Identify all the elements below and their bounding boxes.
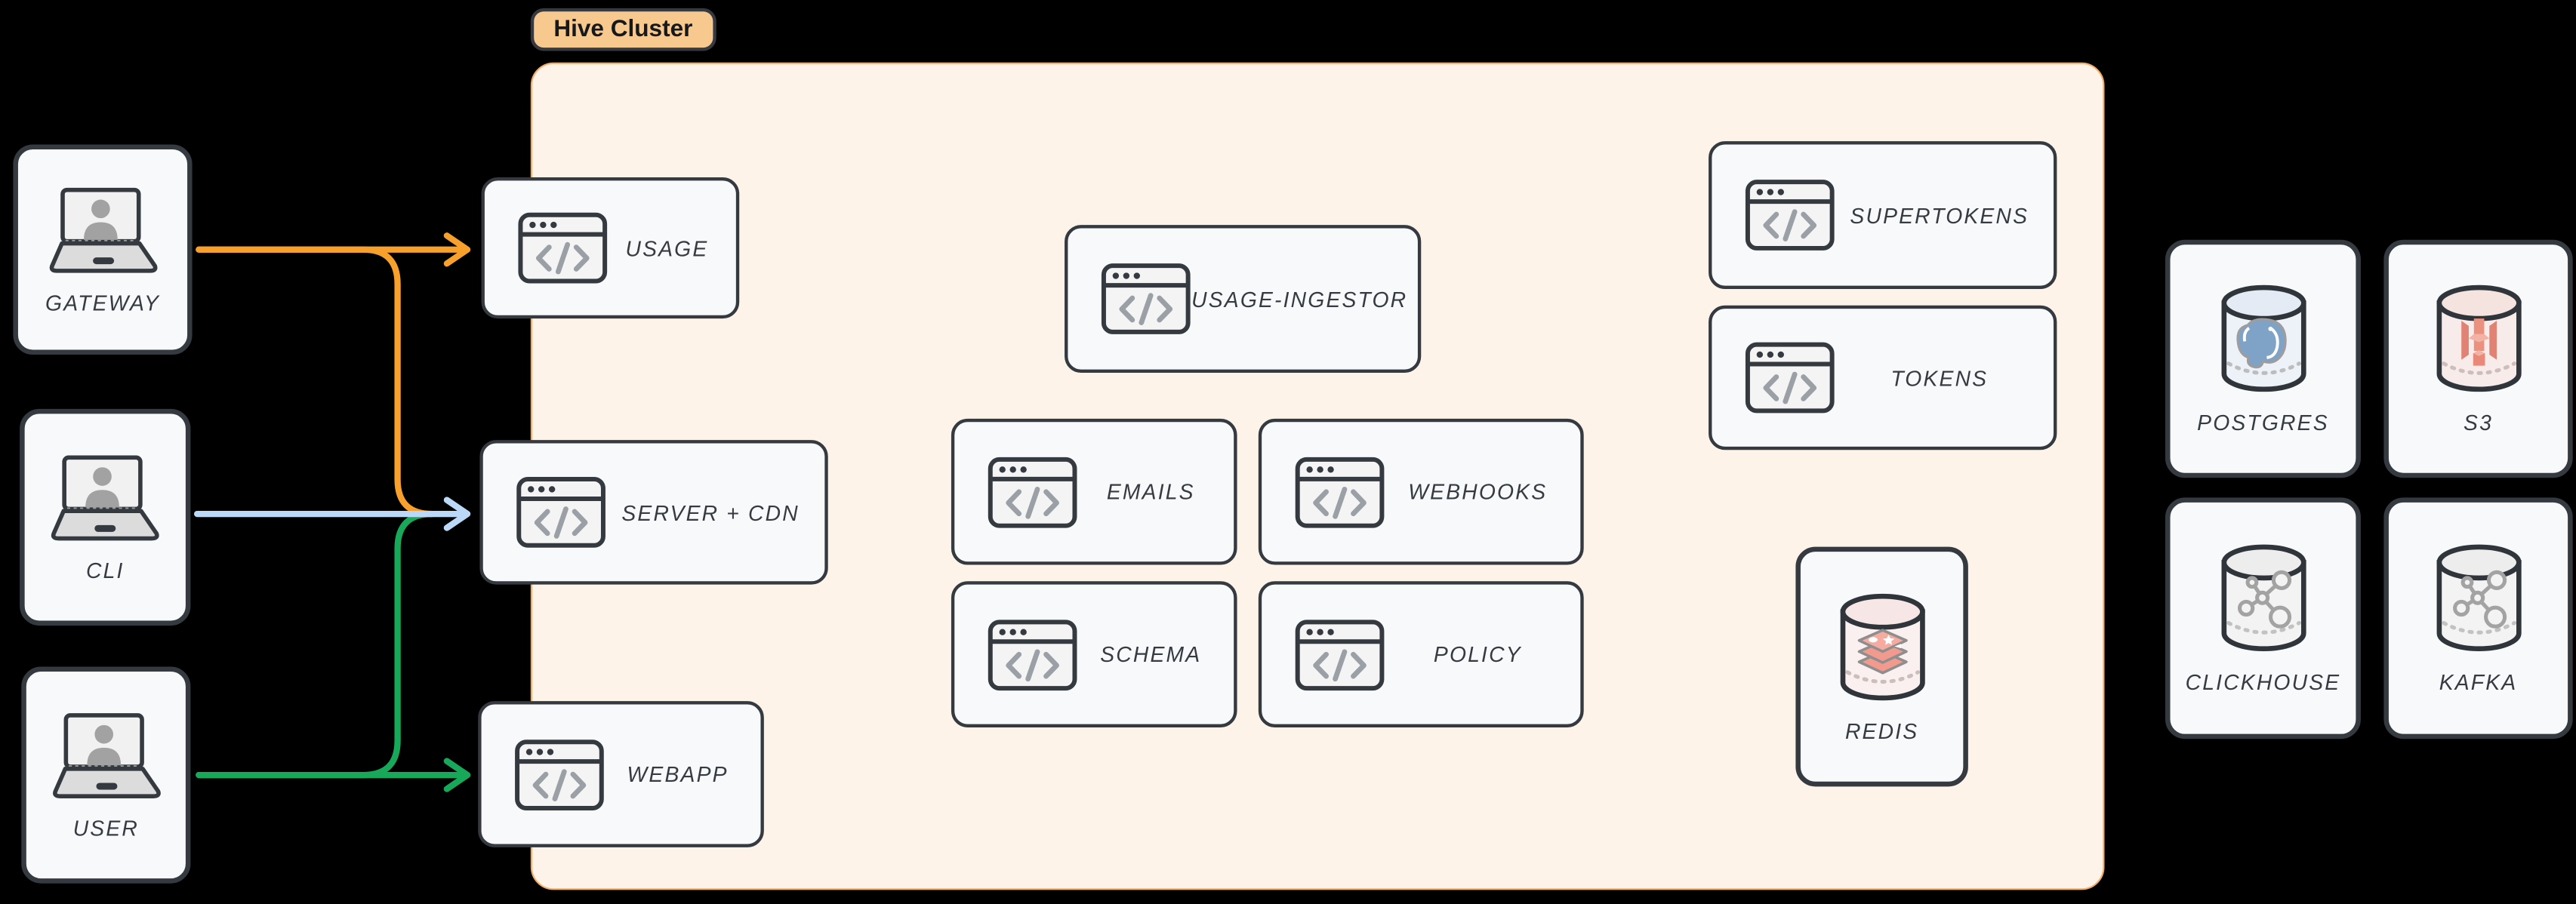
laptop-user-icon xyxy=(44,185,162,275)
laptop-user-icon xyxy=(47,710,165,801)
code-window-icon xyxy=(514,738,605,810)
node-cli: CLI xyxy=(20,408,191,626)
node-cli-label: CLI xyxy=(85,557,125,583)
redis-cylinder-icon xyxy=(1835,590,1930,705)
node-usage: USAGE xyxy=(481,177,740,319)
node-s3: S3 xyxy=(2383,239,2573,478)
node-user-label: USER xyxy=(72,815,140,841)
node-postgres: POSTGRES xyxy=(2165,239,2361,478)
node-postgres-label: POSTGRES xyxy=(2197,410,2329,435)
node-policy: POLICY xyxy=(1258,581,1584,727)
node-redis: REDIS xyxy=(1795,546,1968,787)
code-window-icon xyxy=(988,618,1078,690)
node-clickhouse-label: CLICKHOUSE xyxy=(2185,669,2341,695)
node-clickhouse: CLICKHOUSE xyxy=(2165,497,2361,739)
edge-cli-flow xyxy=(193,497,471,531)
edge-user-flow xyxy=(196,510,471,792)
code-window-icon xyxy=(1745,179,1835,251)
node-tokens-label: TOKENS xyxy=(1890,365,1989,390)
node-redis-label: REDIS xyxy=(1844,718,1919,743)
node-tokens: TOKENS xyxy=(1709,305,2057,450)
node-emails-label: EMAILS xyxy=(1106,479,1195,505)
code-window-icon xyxy=(516,476,606,549)
node-supertokens-label: SUPERTOKENS xyxy=(1850,202,2029,228)
node-usage-label: USAGE xyxy=(625,235,709,260)
node-gateway: GATEWAY xyxy=(13,144,193,355)
code-window-icon xyxy=(1101,263,1191,335)
node-user: USER xyxy=(21,666,191,884)
postgres-cylinder-icon xyxy=(2215,282,2310,397)
node-gateway-label: GATEWAY xyxy=(45,290,160,315)
node-kafka-label: KAFKA xyxy=(2439,669,2518,695)
node-usage-ingestor: USAGE-INGESTOR xyxy=(1065,225,1422,373)
node-kafka: KAFKA xyxy=(2383,497,2573,739)
code-window-icon xyxy=(1295,456,1385,528)
node-emails: EMAILS xyxy=(951,418,1237,565)
node-s3-label: S3 xyxy=(2464,410,2494,435)
node-schema: SCHEMA xyxy=(951,581,1237,727)
node-schema-label: SCHEMA xyxy=(1100,641,1202,667)
code-window-icon xyxy=(1295,618,1385,690)
code-window-icon xyxy=(517,212,608,284)
node-server-cdn-label: SERVER + CDN xyxy=(621,500,800,525)
graph-cylinder-icon xyxy=(2215,542,2310,656)
s3-cylinder-icon xyxy=(2430,282,2525,397)
node-server-cdn: SERVER + CDN xyxy=(479,440,828,585)
node-supertokens: SUPERTOKENS xyxy=(1709,141,2057,289)
hive-cluster-label: Hive Cluster xyxy=(530,8,716,51)
node-policy-label: POLICY xyxy=(1433,641,1522,667)
laptop-user-icon xyxy=(46,452,165,543)
node-webhooks-label: WEBHOOKS xyxy=(1408,479,1548,505)
node-webapp-label: WEBAPP xyxy=(627,761,729,787)
node-webapp: WEBAPP xyxy=(478,701,764,847)
node-webhooks: WEBHOOKS xyxy=(1258,418,1584,565)
code-window-icon xyxy=(1745,342,1835,414)
code-window-icon xyxy=(988,456,1078,528)
edge-gateway-flow xyxy=(196,232,471,518)
graph-cylinder-icon xyxy=(2430,542,2525,656)
node-usage-ingestor-label: USAGE-INGESTOR xyxy=(1191,286,1408,312)
